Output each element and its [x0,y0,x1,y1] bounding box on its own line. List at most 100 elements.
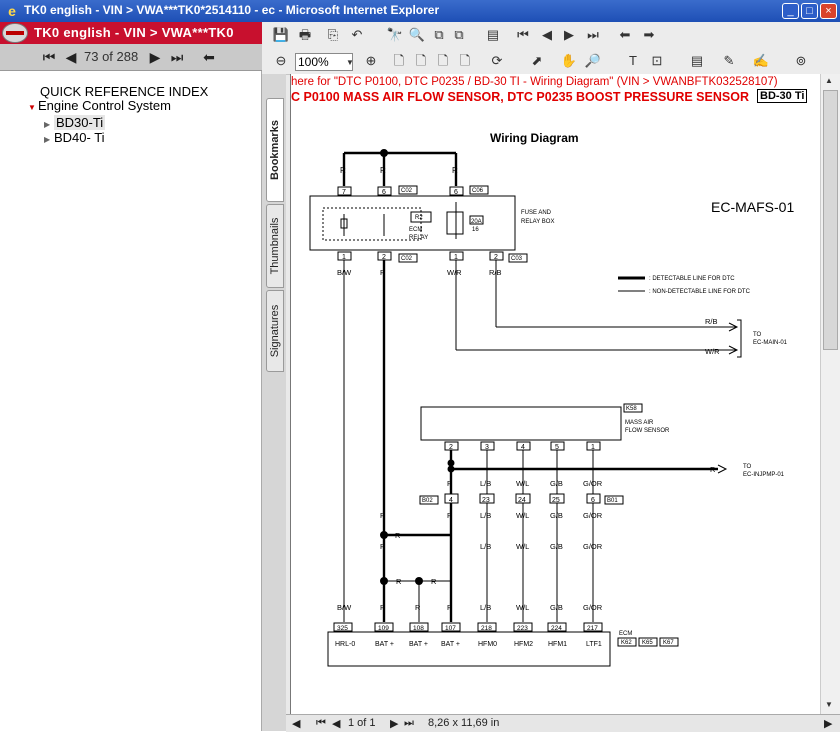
zoom-tool-icon[interactable]: 🔎 [584,53,602,68]
tab-bookmarks[interactable]: Bookmarks [266,98,284,202]
wire-color-label: G/B [550,542,563,551]
vertical-scrollbar[interactable]: ▲ ▼ [820,74,840,714]
go-back-icon[interactable]: ⬅ [619,27,631,42]
compare-icon[interactable]: ⧉ [434,27,444,42]
scroll-up-icon[interactable]: ▲ [825,76,833,85]
first-page-icon[interactable]: ⏮ [42,49,56,65]
ie-logo-icon: e [8,3,16,19]
copy-icon[interactable]: ⎘ [327,27,339,42]
actual-size-icon[interactable]: 🗋 [393,53,405,68]
sensor-pin: 4 [521,444,525,451]
zoom-level-field[interactable]: 100% [295,53,353,71]
ecm-pin: 107 [445,625,456,632]
search-doc-icon[interactable]: 🔍 [408,27,426,42]
find-icon[interactable]: 🔭 [386,27,404,42]
toolbar-last-page-icon[interactable]: ⏭ [587,27,599,42]
rotate-icon[interactable]: ⟳ [491,53,503,68]
fuse-rating: 20A [471,219,482,225]
undo-icon[interactable]: ↶ [351,27,363,42]
connector-label: K65 [642,640,653,646]
toolbar-prev-page-icon[interactable]: ◀ [542,27,552,42]
zoom-out-icon[interactable]: ⊖ [275,53,287,68]
wire-color-label: G/B [550,479,563,488]
sensor-pin: 1 [591,444,595,451]
relay-pin: 1 [454,254,458,261]
ecm-pin: 109 [378,625,389,632]
status-last-page-icon[interactable]: ⏭ [404,717,414,729]
relay-label-2: RELAY [409,235,428,241]
tree-item-quick-reference[interactable]: QUICK REFERENCE INDEX [40,84,209,99]
wire-color-label: R [380,511,386,520]
text-select-icon[interactable]: T [629,53,637,68]
status-bar: ◀ ⏮ ◀ 1 of 1 ▶ ⏭ 8,26 x 11,69 in ▶ [286,714,840,732]
fuse-box-label-2: RELAY BOX [521,219,554,225]
connector-pin: 23 [482,497,490,504]
wire-color-label: L/B [480,603,491,612]
print-icon[interactable]: 🖶 [298,27,312,42]
status-first-page-icon[interactable]: ⏮ [316,717,326,729]
tree-item-bd30[interactable]: ▶BD30-Ti [44,115,106,130]
document-section-title: C P0100 MASS AIR FLOW SENSOR, DTC P0235 … [291,90,749,104]
wire-color-label: B/W [337,268,352,277]
status-next-page-icon[interactable]: ▶ [390,718,399,730]
scroll-down-icon[interactable]: ▼ [825,700,833,709]
connector-label: C02 [401,256,413,262]
close-button[interactable]: × [820,3,837,19]
fit-page-icon[interactable]: 🗋 [415,53,427,68]
diagram-title: Wiring Diagram [490,131,579,145]
comment-icon[interactable]: ▤ [690,53,704,68]
relay-pin: 7 [342,189,346,196]
scrollbar-thumb[interactable] [823,90,838,350]
reading-pane-icon[interactable]: ▤ [486,27,500,42]
fit-visible-icon[interactable]: 🗋 [459,53,471,68]
wire-color-label: W/L [516,511,529,520]
collapsed-arrow-icon: ▶ [44,135,51,144]
hand-tool-icon[interactable]: ✋ [560,53,578,68]
toolbar-next-page-icon[interactable]: ▶ [564,27,574,42]
save-icon[interactable]: 💾 [272,27,290,42]
fuse-relay-box [309,195,516,251]
minimize-button[interactable]: _ [782,3,799,19]
expanded-arrow-icon: ▼ [28,103,36,112]
sign-icon[interactable]: ✍ [752,53,770,68]
fit-width-icon[interactable]: 🗋 [437,53,449,68]
maximize-button[interactable]: □ [801,3,818,19]
zoom-dropdown-icon[interactable]: ▼ [346,58,354,67]
zoom-in-icon[interactable]: ⊕ [365,53,377,68]
pdf-icon[interactable]: ⬈ [531,53,543,68]
compare-pages-icon[interactable]: ⧉ [454,27,464,42]
scroll-right-icon[interactable]: ▶ [824,718,833,730]
last-page-icon[interactable]: ⏭ [170,49,184,65]
tree-item-bd40[interactable]: ▶BD40- Ti [44,130,105,145]
wire-color-label: R [415,603,421,612]
injpmp-ref-target: EC-INJPMP-01 [743,472,785,478]
wire-color-label: R [447,479,453,488]
go-forward-icon[interactable]: ➡ [643,27,655,42]
wire-color-label: R [447,511,453,520]
page-navigation: ⏮ ◀ 73 of 288 ▶ ⏭ ⬅ [0,44,262,71]
back-arrow-icon[interactable]: ⬅ [203,49,215,65]
scroll-left-icon[interactable]: ◀ [292,718,301,730]
prev-page-icon[interactable]: ◀ [65,49,77,65]
document-link-line[interactable]: here for "DTC P0100, DTC P0235 / BD-30 T… [291,76,778,88]
relay-pin: 1 [342,254,346,261]
tab-signatures[interactable]: Signatures [266,290,284,372]
splice-dot [380,149,388,157]
toolbar-first-page-icon[interactable]: ⏮ [517,27,529,42]
pencil-icon[interactable]: ✎ [723,53,735,68]
snapshot-icon[interactable]: ⊡ [651,53,663,68]
tab-thumbnails[interactable]: Thumbnails [266,204,284,288]
wire-color-label: L/B [480,542,491,551]
ecm-pin-name: HFM1 [548,641,567,648]
stamp-icon[interactable]: ⊚ [795,53,807,68]
tree-item-engine-control[interactable]: ▼Engine Control System [28,98,171,113]
page-indicator[interactable]: 1 of 1 [348,717,376,729]
ecm-pin-name: HFM0 [478,641,497,648]
status-prev-page-icon[interactable]: ◀ [332,718,341,730]
ecm-pin: 224 [551,625,562,632]
next-page-icon[interactable]: ▶ [149,49,161,65]
page-size: 8,26 x 11,69 in [428,717,500,729]
nissan-logo-icon [2,23,28,43]
wire-color-label: R/B [489,268,502,277]
